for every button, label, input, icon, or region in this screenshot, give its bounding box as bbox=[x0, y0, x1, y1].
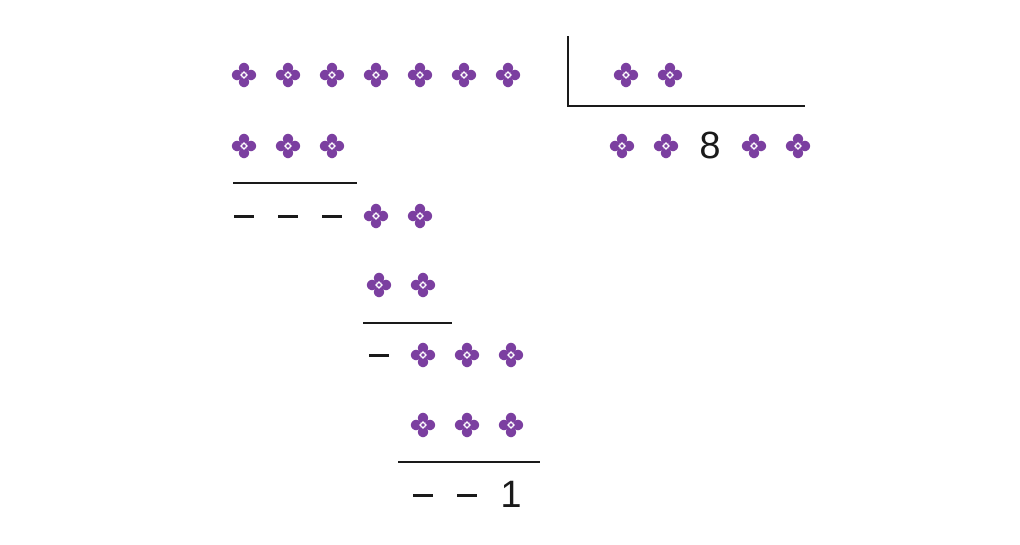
four-petal-flower-icon bbox=[398, 55, 442, 95]
blank-dash bbox=[310, 196, 354, 236]
blank-dash bbox=[357, 335, 401, 375]
dividend-row bbox=[222, 55, 530, 95]
four-petal-flower-icon bbox=[310, 126, 354, 166]
four-petal-flower-icon bbox=[732, 126, 776, 166]
four-petal-flower-icon bbox=[776, 126, 820, 166]
four-petal-flower-icon bbox=[266, 126, 310, 166]
subtraction-row-1 bbox=[222, 126, 354, 166]
digit: 8 bbox=[699, 125, 721, 167]
four-petal-flower-icon bbox=[600, 126, 644, 166]
four-petal-flower-icon bbox=[401, 405, 445, 445]
four-petal-flower-icon bbox=[644, 126, 688, 166]
four-petal-flower-icon bbox=[354, 196, 398, 236]
four-petal-flower-icon bbox=[310, 55, 354, 95]
four-petal-flower-icon bbox=[357, 265, 401, 305]
subtraction-row-2 bbox=[357, 265, 445, 305]
subtraction-row-3 bbox=[401, 405, 533, 445]
subtraction-line-1 bbox=[233, 182, 357, 184]
four-petal-flower-icon bbox=[266, 55, 310, 95]
four-petal-flower-icon bbox=[354, 55, 398, 95]
four-petal-flower-icon bbox=[489, 335, 533, 375]
four-petal-flower-icon bbox=[648, 55, 692, 95]
subtraction-line-2 bbox=[363, 322, 452, 324]
four-petal-flower-icon bbox=[486, 55, 530, 95]
division-bracket-vertical bbox=[567, 36, 569, 107]
four-petal-flower-icon bbox=[442, 55, 486, 95]
four-petal-flower-icon bbox=[222, 126, 266, 166]
four-petal-flower-icon bbox=[445, 405, 489, 445]
blank-dash bbox=[445, 475, 489, 515]
blank-dash bbox=[266, 196, 310, 236]
four-petal-flower-icon bbox=[398, 196, 442, 236]
four-petal-flower-icon bbox=[489, 405, 533, 445]
four-petal-flower-icon bbox=[401, 265, 445, 305]
blank-dash bbox=[401, 475, 445, 515]
four-petal-flower-icon bbox=[445, 335, 489, 375]
four-petal-flower-icon bbox=[401, 335, 445, 375]
difference-row-2 bbox=[357, 335, 533, 375]
four-petal-flower-icon bbox=[222, 55, 266, 95]
difference-row-1 bbox=[222, 196, 442, 236]
four-petal-flower-icon bbox=[604, 55, 648, 95]
division-bracket-horizontal bbox=[567, 105, 805, 107]
quotient-row: 8 bbox=[600, 126, 820, 166]
digit: 1 bbox=[500, 474, 522, 516]
difference-row-3: 1 bbox=[401, 475, 533, 515]
subtraction-line-3 bbox=[398, 461, 540, 463]
divisor-row bbox=[604, 55, 692, 95]
blank-dash bbox=[222, 196, 266, 236]
